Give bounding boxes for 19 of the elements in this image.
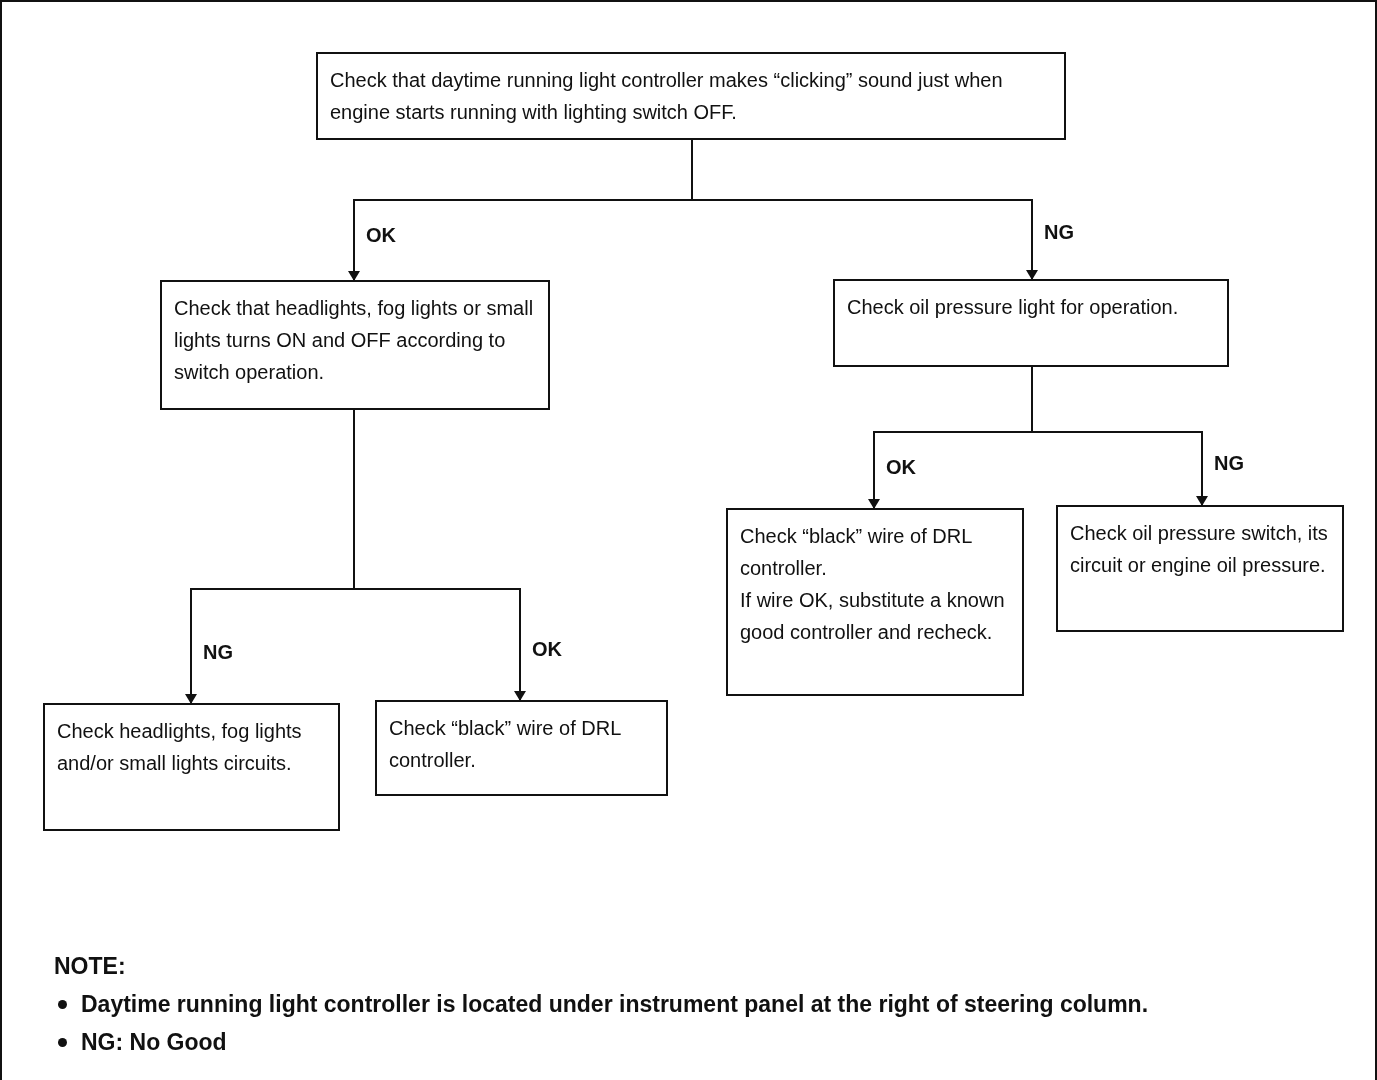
process-box [316,52,1066,140]
box-text: Check oil pressure switch, its circuit or engine oil pressure. [1070,521,1329,578]
box-text: Check oil pressure light for operation. [847,295,1180,320]
note-heading: NOTE: [54,952,127,981]
box-text: Check that daytime running light controller makes “clicking” sound just when engine starts running with lighting switch OFF. [330,68,1004,125]
box-text: If wire OK, substitute a known good controller and recheck. [740,588,1006,645]
process-box [375,700,668,796]
note-text: Daytime running light controller is located under instrument panel at the right of steering column. [81,990,1149,1019]
box-text: Check headlights, fog lights and/or small lights circuits. [57,719,303,776]
process-box [43,703,340,831]
process-box [833,279,1229,367]
process-box [160,280,550,410]
arrow [1031,366,1208,506]
process-box [1056,505,1344,632]
process-box [726,508,1024,696]
box-text: Check “black” wire of DRL controller. [389,716,622,773]
box-text: Check “black” wire of DRL controller. [740,524,973,581]
box-text: Check that headlights, fog lights or small lights turns ON and OFF according to switch operation. [174,296,535,385]
note-text: NG: No Good [81,1028,227,1057]
